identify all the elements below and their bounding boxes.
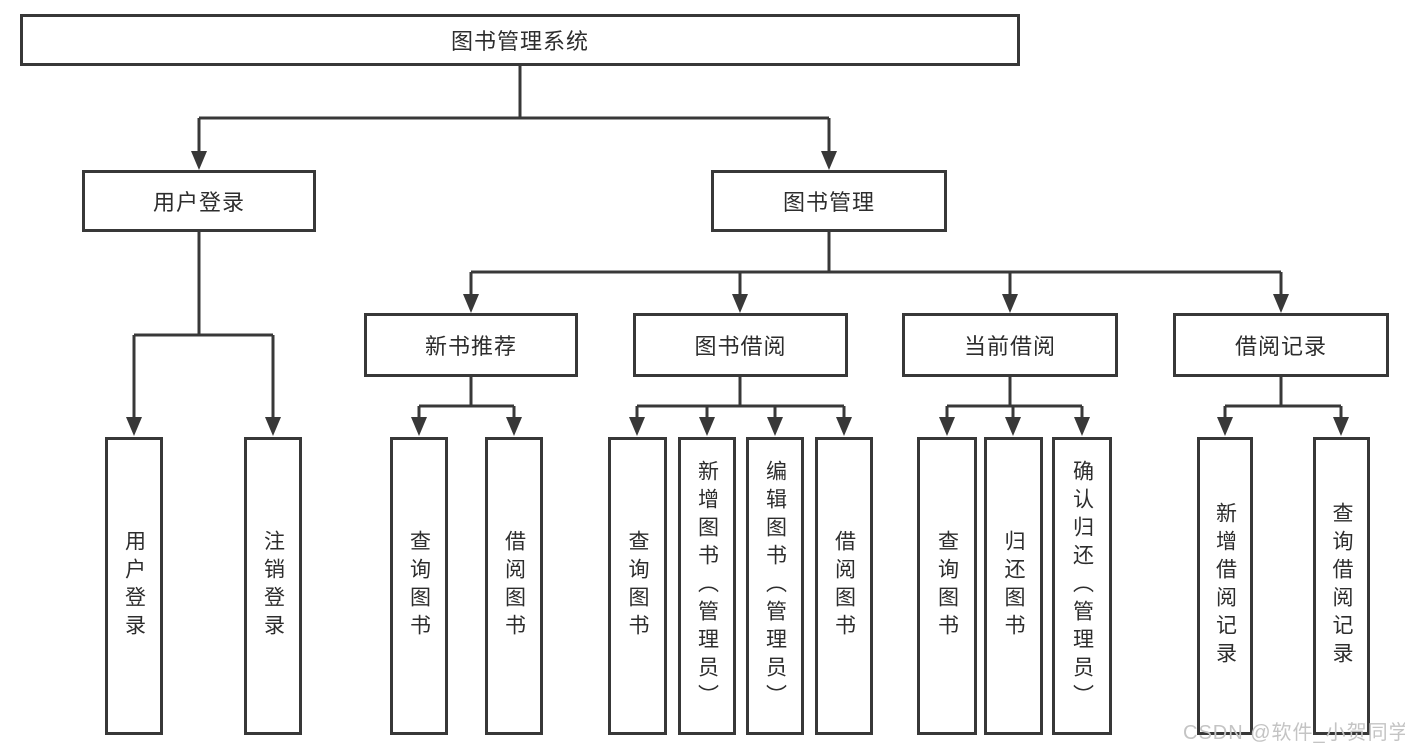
leaf-current-query-book: 查询图书 [917,437,977,735]
edge-bookborrow-to-leaves [629,377,852,436]
leaf-borrow-edit-book-admin: 编辑图书（管理员） [746,437,804,735]
leaf-borrow-add-book-admin: 新增图书（管理员） [678,437,736,735]
leaf-current-return-book: 归还图书 [984,437,1043,735]
edge-bookmgmt-to-level3 [463,232,1289,313]
edge-borrowrecords-to-leaves [1217,377,1349,436]
leaf-borrow-borrow-book: 借阅图书 [815,437,873,735]
node-current-borrow: 当前借阅 [902,313,1118,377]
leaf-user-login: 用户登录 [105,437,163,735]
leaf-records-add-record: 新增借阅记录 [1197,437,1253,735]
node-book-management: 图书管理 [711,170,947,232]
edge-currentborrow-to-leaves [939,377,1090,436]
node-book-borrow: 图书借阅 [633,313,848,377]
leaf-recommend-borrow-book: 借阅图书 [485,437,543,735]
leaf-recommend-query-book: 查询图书 [390,437,448,735]
node-user-login: 用户登录 [82,170,316,232]
edge-newbook-to-leaves [411,377,522,436]
node-new-book-recommend: 新书推荐 [364,313,578,377]
leaf-logout: 注销登录 [244,437,302,735]
leaf-borrow-query-book: 查询图书 [608,437,667,735]
edge-root-to-level2 [191,66,837,170]
leaf-current-confirm-return-admin: 确认归还（管理员） [1052,437,1112,735]
node-library-system: 图书管理系统 [20,14,1020,66]
edge-userlogin-to-leaves [126,232,281,436]
leaf-records-query-record: 查询借阅记录 [1313,437,1370,735]
node-borrow-records: 借阅记录 [1173,313,1389,377]
csdn-watermark: CSDN @软件_小贺同学 [1183,722,1405,744]
